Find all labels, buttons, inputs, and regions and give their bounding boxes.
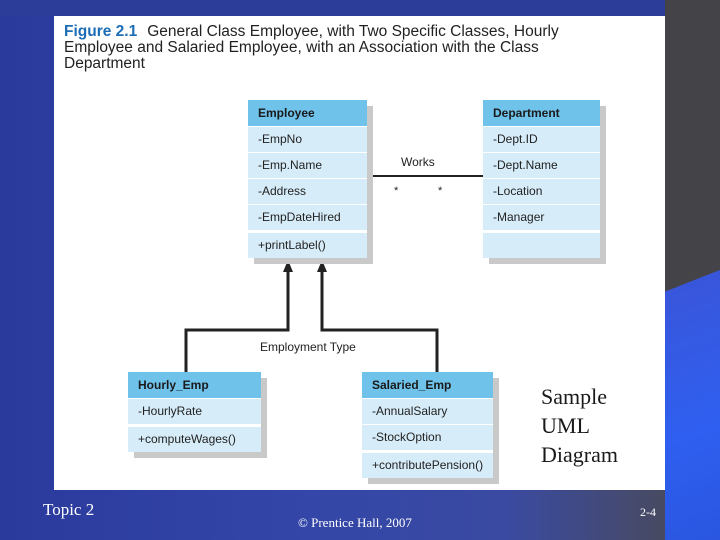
generalization-line-salaried xyxy=(320,268,439,372)
class-department-method xyxy=(483,232,600,258)
caption-line: Sample xyxy=(541,384,607,409)
class-hourly-emp-method: +computeWages() xyxy=(128,426,261,452)
figure-number: Figure 2.1 xyxy=(64,23,138,40)
diagram-connectors xyxy=(184,175,483,372)
figure-panel: Figure 2.1 General Class Employee, with T… xyxy=(54,16,665,490)
class-salaried-emp-attribute: -StockOption xyxy=(362,424,493,450)
footer-topic: Topic 2 xyxy=(43,500,95,519)
class-salaried-emp-method: +contributePension() xyxy=(362,452,493,478)
class-hourly-emp-divider xyxy=(128,424,261,426)
class-employee-attribute: -EmpDateHired xyxy=(248,204,367,230)
class-employee-attribute: -EmpNo xyxy=(248,126,367,152)
class-employee-name: Employee xyxy=(248,100,367,126)
class-hourly-emp-attribute: -HourlyRate xyxy=(128,398,261,424)
figure-title: Figure 2.1 General Class Employee, with T… xyxy=(64,24,654,72)
class-department-attribute: -Location xyxy=(483,178,600,204)
class-department: Department -Dept.ID -Dept.Name -Location… xyxy=(483,100,600,258)
class-department-attribute: -Dept.Name xyxy=(483,152,600,178)
class-hourly-emp: Hourly_Emp -HourlyRate +computeWages() xyxy=(128,372,261,452)
class-hourly-emp-name: Hourly_Emp xyxy=(128,372,261,398)
class-employee-attribute: -Emp.Name xyxy=(248,152,367,178)
generalization-arrowhead-hourly xyxy=(283,260,293,272)
class-department-divider xyxy=(483,230,600,232)
figure-title-line-2: Employee and Salaried Employee, with an … xyxy=(64,39,539,56)
generalization-label: Employment Type xyxy=(260,340,356,354)
association-label: Works xyxy=(401,155,435,169)
class-department-attribute: -Manager xyxy=(483,204,600,230)
generalization-line-hourly xyxy=(184,268,290,372)
class-employee-method: +printLabel() xyxy=(248,232,367,258)
footer-slide-number: 2-4 xyxy=(640,505,656,519)
class-employee-attribute: -Address xyxy=(248,178,367,204)
association-multiplicity-right: * xyxy=(438,185,443,197)
class-employee: Employee -EmpNo -Emp.Name -Address -EmpD… xyxy=(248,100,367,258)
class-employee-divider xyxy=(248,230,367,232)
association-multiplicity-left: * xyxy=(394,185,399,197)
footer-copyright: © Prentice Hall, 2007 xyxy=(298,515,412,530)
generalization-arrowhead-salaried xyxy=(317,260,327,272)
slide-corner-accent xyxy=(665,270,720,540)
class-salaried-emp-name: Salaried_Emp xyxy=(362,372,493,398)
class-department-name: Department xyxy=(483,100,600,126)
caption-line: UML xyxy=(541,413,590,438)
figure-title-line-1: General Class Employee, with Two Specifi… xyxy=(147,23,559,40)
class-salaried-emp: Salaried_Emp -AnnualSalary -StockOption … xyxy=(362,372,493,478)
class-department-attribute: -Dept.ID xyxy=(483,126,600,152)
caption-line: Diagram xyxy=(541,442,618,467)
class-salaried-emp-attribute: -AnnualSalary xyxy=(362,398,493,424)
class-salaried-emp-divider xyxy=(362,450,493,452)
slide-caption: Sample UML Diagram xyxy=(541,382,618,469)
figure-title-line-3: Department xyxy=(64,55,145,72)
slide-top-band xyxy=(0,0,720,16)
